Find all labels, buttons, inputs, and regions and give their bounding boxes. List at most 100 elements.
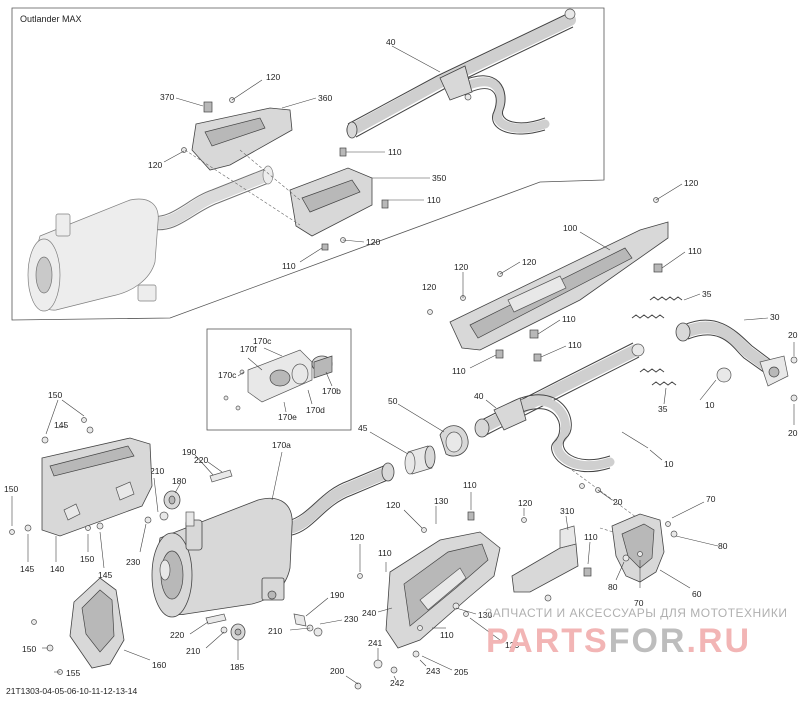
part-callout-155: 155 [66, 668, 80, 678]
part-callout-110: 110 [388, 147, 402, 157]
part-callout-190: 190 [182, 447, 196, 457]
part-callout-100: 100 [563, 223, 577, 233]
part-callout-110: 110 [452, 366, 466, 376]
part-callout-110: 110 [282, 261, 296, 271]
inset-muffler [27, 165, 274, 312]
part-callout-205: 205 [454, 667, 468, 677]
part-callout-120: 120 [148, 160, 162, 170]
part-callout-170a: 170a [272, 440, 291, 450]
part-callout-210: 210 [186, 646, 200, 656]
part-callout-170c: 170c [253, 336, 272, 346]
part-callout-120: 120 [366, 237, 380, 247]
header-pipe-30: 35 30 20 20 10 35 [631, 289, 798, 438]
svg-text:PARTSFOR.RU: PARTSFOR.RU [486, 622, 751, 660]
part-callout-40: 40 [474, 391, 484, 401]
part-callout-170c: 170c [218, 370, 237, 380]
tube-40: 40 10 20 [474, 342, 674, 521]
part-callout-110: 110 [427, 195, 441, 205]
part-callout-10: 10 [664, 459, 674, 469]
part-callout-120: 120 [505, 640, 519, 650]
part-callout-200: 200 [330, 666, 344, 676]
heat-shield-240: 120 130 110 120 110 240 130 110 120 241 … [330, 480, 519, 690]
part-callout-180: 180 [172, 476, 186, 486]
part-callout-170f: 170f [240, 344, 257, 354]
part-callout-120: 120 [350, 532, 364, 542]
part-callout-70: 70 [706, 494, 716, 504]
part-callout-80: 80 [608, 582, 618, 592]
part-callout-140: 140 [50, 564, 64, 574]
part-callout-80: 80 [718, 541, 728, 551]
callout-40: 40 [386, 37, 396, 47]
part-callout-110: 110 [584, 532, 598, 542]
inset-heat-shields: 120 370 360 120 110 350 110 120 110 [148, 72, 446, 271]
part-callout-110: 110 [568, 340, 582, 350]
part-callout-120: 120 [386, 500, 400, 510]
part-callout-110: 110 [562, 314, 576, 324]
heat-shield-160: 160 150 155 [22, 577, 166, 678]
part-callout-120: 120 [522, 257, 536, 267]
part-callout-35: 35 [702, 289, 712, 299]
part-callout-350: 350 [432, 173, 446, 183]
part-callout-145: 145 [20, 564, 34, 574]
part-callout-130: 130 [478, 610, 492, 620]
part-callout-35: 35 [658, 404, 668, 414]
heat-shield-60: 70 80 80 70 60 [608, 494, 728, 608]
part-callout-360: 360 [318, 93, 332, 103]
part-callout-45: 45 [358, 423, 368, 433]
part-callout-60: 60 [692, 589, 702, 599]
inset-tube-40: 40 [346, 8, 576, 139]
svg-text:ЗАПЧАСТИ И АКСЕССУАРЫ ДЛЯ МОТО: ЗАПЧАСТИ И АКСЕССУАРЫ ДЛЯ МОТОТЕХНИКИ [485, 606, 787, 620]
part-callout-110: 110 [463, 480, 477, 490]
part-callout-150: 150 [80, 554, 94, 564]
part-callout-110: 110 [440, 630, 454, 640]
part-callout-110: 110 [688, 246, 702, 256]
part-callout-185: 185 [230, 662, 244, 672]
part-callout-120: 120 [266, 72, 280, 82]
part-callout-190: 190 [330, 590, 344, 600]
part-callout-20: 20 [613, 497, 623, 507]
heat-shield-100: 120 100 110 120 120 120 110 110 110 [422, 178, 702, 376]
part-callout-150: 150 [4, 484, 18, 494]
part-callout-210: 210 [150, 466, 164, 476]
part-callout-150: 150 [48, 390, 62, 400]
part-callout-120: 120 [684, 178, 698, 188]
part-callout-150: 150 [22, 644, 36, 654]
muffler-170a: 170a [151, 440, 395, 618]
part-callout-50: 50 [388, 396, 398, 406]
part-callout-20: 20 [788, 428, 798, 438]
part-callout-220: 220 [194, 455, 208, 465]
part-callout-120: 120 [454, 262, 468, 272]
part-callout-230: 230 [344, 614, 358, 624]
part-callout-241: 241 [368, 638, 382, 648]
part-callout-20: 20 [788, 330, 798, 340]
part-callout-170e: 170e [278, 412, 297, 422]
inset-title: Outlander MAX [20, 14, 82, 24]
part-callout-170b: 170b [322, 386, 341, 396]
part-callout-145: 145 [98, 570, 112, 580]
part-callout-120: 120 [422, 282, 436, 292]
part-callout-30: 30 [770, 312, 780, 322]
part-callout-230: 230 [126, 557, 140, 567]
part-callout-70: 70 [634, 598, 644, 608]
part-callout-220: 220 [170, 630, 184, 640]
part-callout-210: 210 [268, 626, 282, 636]
clamp-50-gasket-45: 50 45 [358, 396, 469, 475]
part-callout-242: 242 [390, 678, 404, 688]
part-callout-243: 243 [426, 666, 440, 676]
heat-shield-140: 150 145 150 145 140 150 145 [4, 390, 153, 580]
bracket-310: 120 310 110 [511, 498, 641, 602]
part-callout-120: 120 [518, 498, 532, 508]
part-callout-145: 145 [54, 420, 68, 430]
part-callout-160: 160 [152, 660, 166, 670]
part-callout-240: 240 [362, 608, 376, 618]
muffler-mount-hardware: 180 210 190 220 230 220 210 185 190 230 … [126, 447, 358, 672]
watermark: ЗАПЧАСТИ И АКСЕССУАРЫ ДЛЯ МОТОТЕХНИКИ PA… [485, 606, 787, 660]
part-callout-170d: 170d [306, 405, 325, 415]
part-callout-10: 10 [705, 400, 715, 410]
part-callout-130: 130 [434, 496, 448, 506]
diagram-code: 21T1303-04-05-06-10-11-12-13-14 [6, 686, 137, 696]
outlander-max-inset: Outlander MAX [11, 7, 605, 321]
part-callout-310: 310 [560, 506, 574, 516]
part-callout-110: 110 [378, 548, 392, 558]
